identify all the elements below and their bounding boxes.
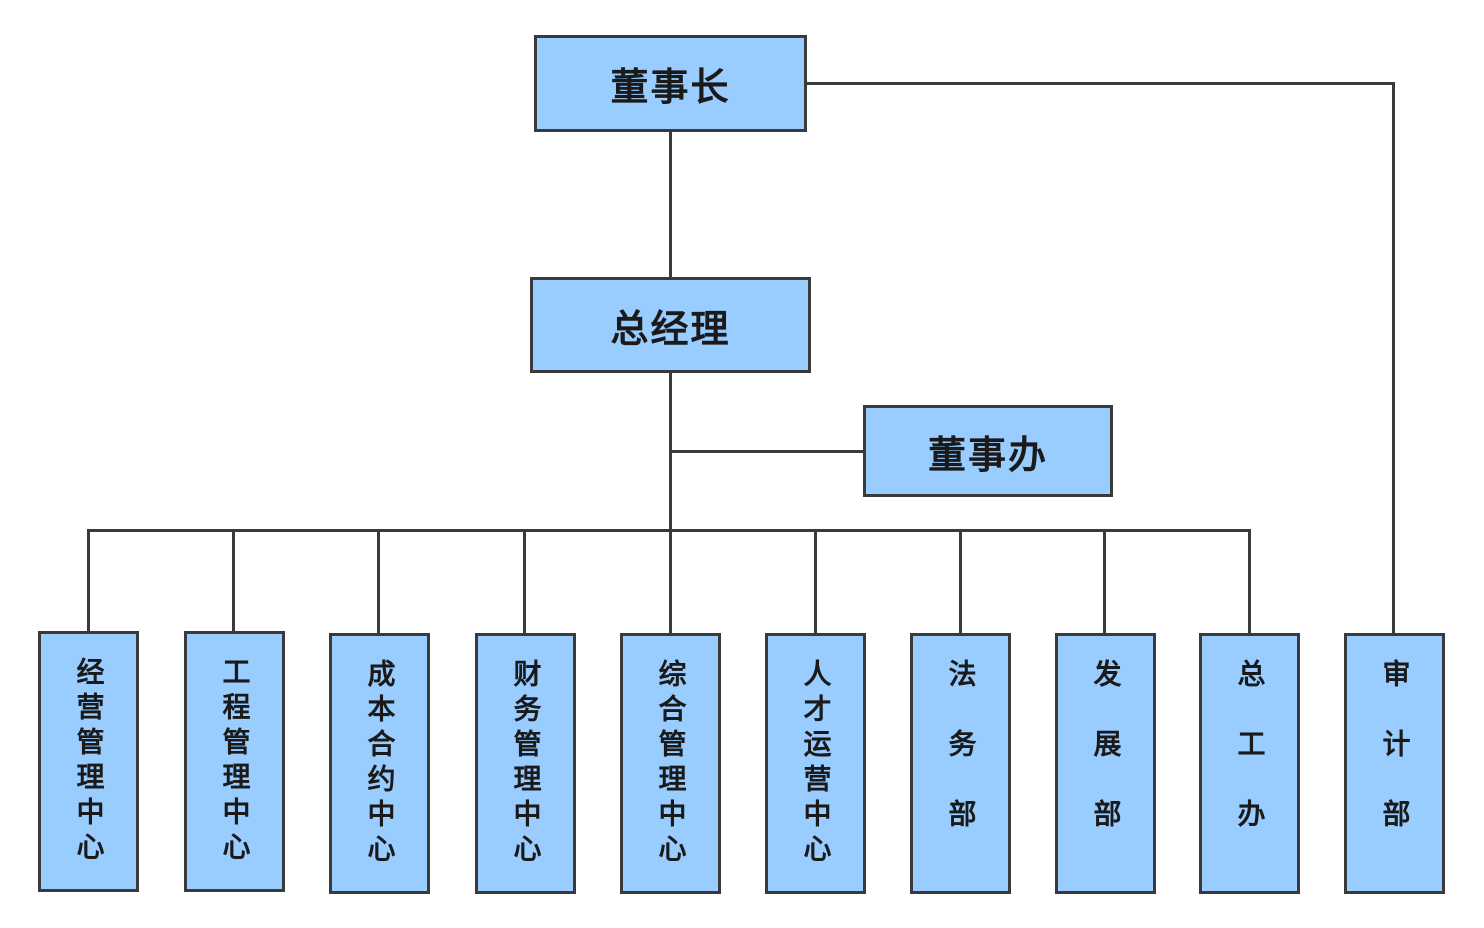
connector-dept-6 (814, 529, 817, 635)
connector-board-office (672, 450, 865, 453)
department-box-7: 法务部 (910, 633, 1011, 894)
department-box-4: 财务管理中心 (475, 633, 576, 894)
connector-dept-2 (232, 529, 235, 633)
department-label-8: 发展部 (1089, 658, 1123, 869)
department-label-2: 工程管理中心 (218, 656, 252, 867)
connector-dept-7 (959, 529, 962, 635)
department-label-9: 总工办 (1233, 658, 1267, 869)
board-office-label: 董事办 (927, 432, 1048, 477)
board-office-box: 董事办 (863, 405, 1113, 497)
connector-dept-1 (87, 529, 90, 633)
audit-box: 审计部 (1344, 633, 1445, 894)
connector-dept-4 (523, 529, 526, 635)
department-box-6: 人才运营中心 (765, 633, 866, 894)
chairman-label: 董事长 (610, 65, 731, 109)
department-box-5: 综合管理中心 (620, 633, 721, 894)
department-box-1: 经营管理中心 (38, 631, 139, 892)
connector-dept-9 (1248, 529, 1251, 635)
department-label-5: 综合管理中心 (654, 658, 688, 869)
department-label-7: 法务部 (944, 658, 978, 869)
department-label-4: 财务管理中心 (509, 658, 543, 869)
audit-label: 审计部 (1378, 658, 1412, 869)
connector-dept-3 (377, 529, 380, 635)
connector-gm-trunk (669, 372, 672, 632)
general-manager-box: 总经理 (530, 277, 811, 373)
department-box-8: 发展部 (1055, 633, 1156, 894)
connector-dept-8 (1103, 529, 1106, 635)
department-box-3: 成本合约中心 (329, 633, 430, 894)
connector-chairman-gm (669, 131, 672, 279)
department-label-3: 成本合约中心 (363, 658, 397, 869)
department-box-9: 总工办 (1199, 633, 1300, 894)
connector-chairman-audit-h (805, 82, 1395, 85)
chairman-box: 董事长 (534, 35, 807, 132)
connector-chairman-audit-v (1392, 82, 1395, 635)
department-label-1: 经营管理中心 (72, 656, 106, 867)
department-label-6: 人才运营中心 (799, 658, 833, 869)
department-box-2: 工程管理中心 (184, 631, 285, 892)
connector-dept-5 (669, 529, 672, 635)
general-manager-label: 总经理 (610, 306, 731, 351)
